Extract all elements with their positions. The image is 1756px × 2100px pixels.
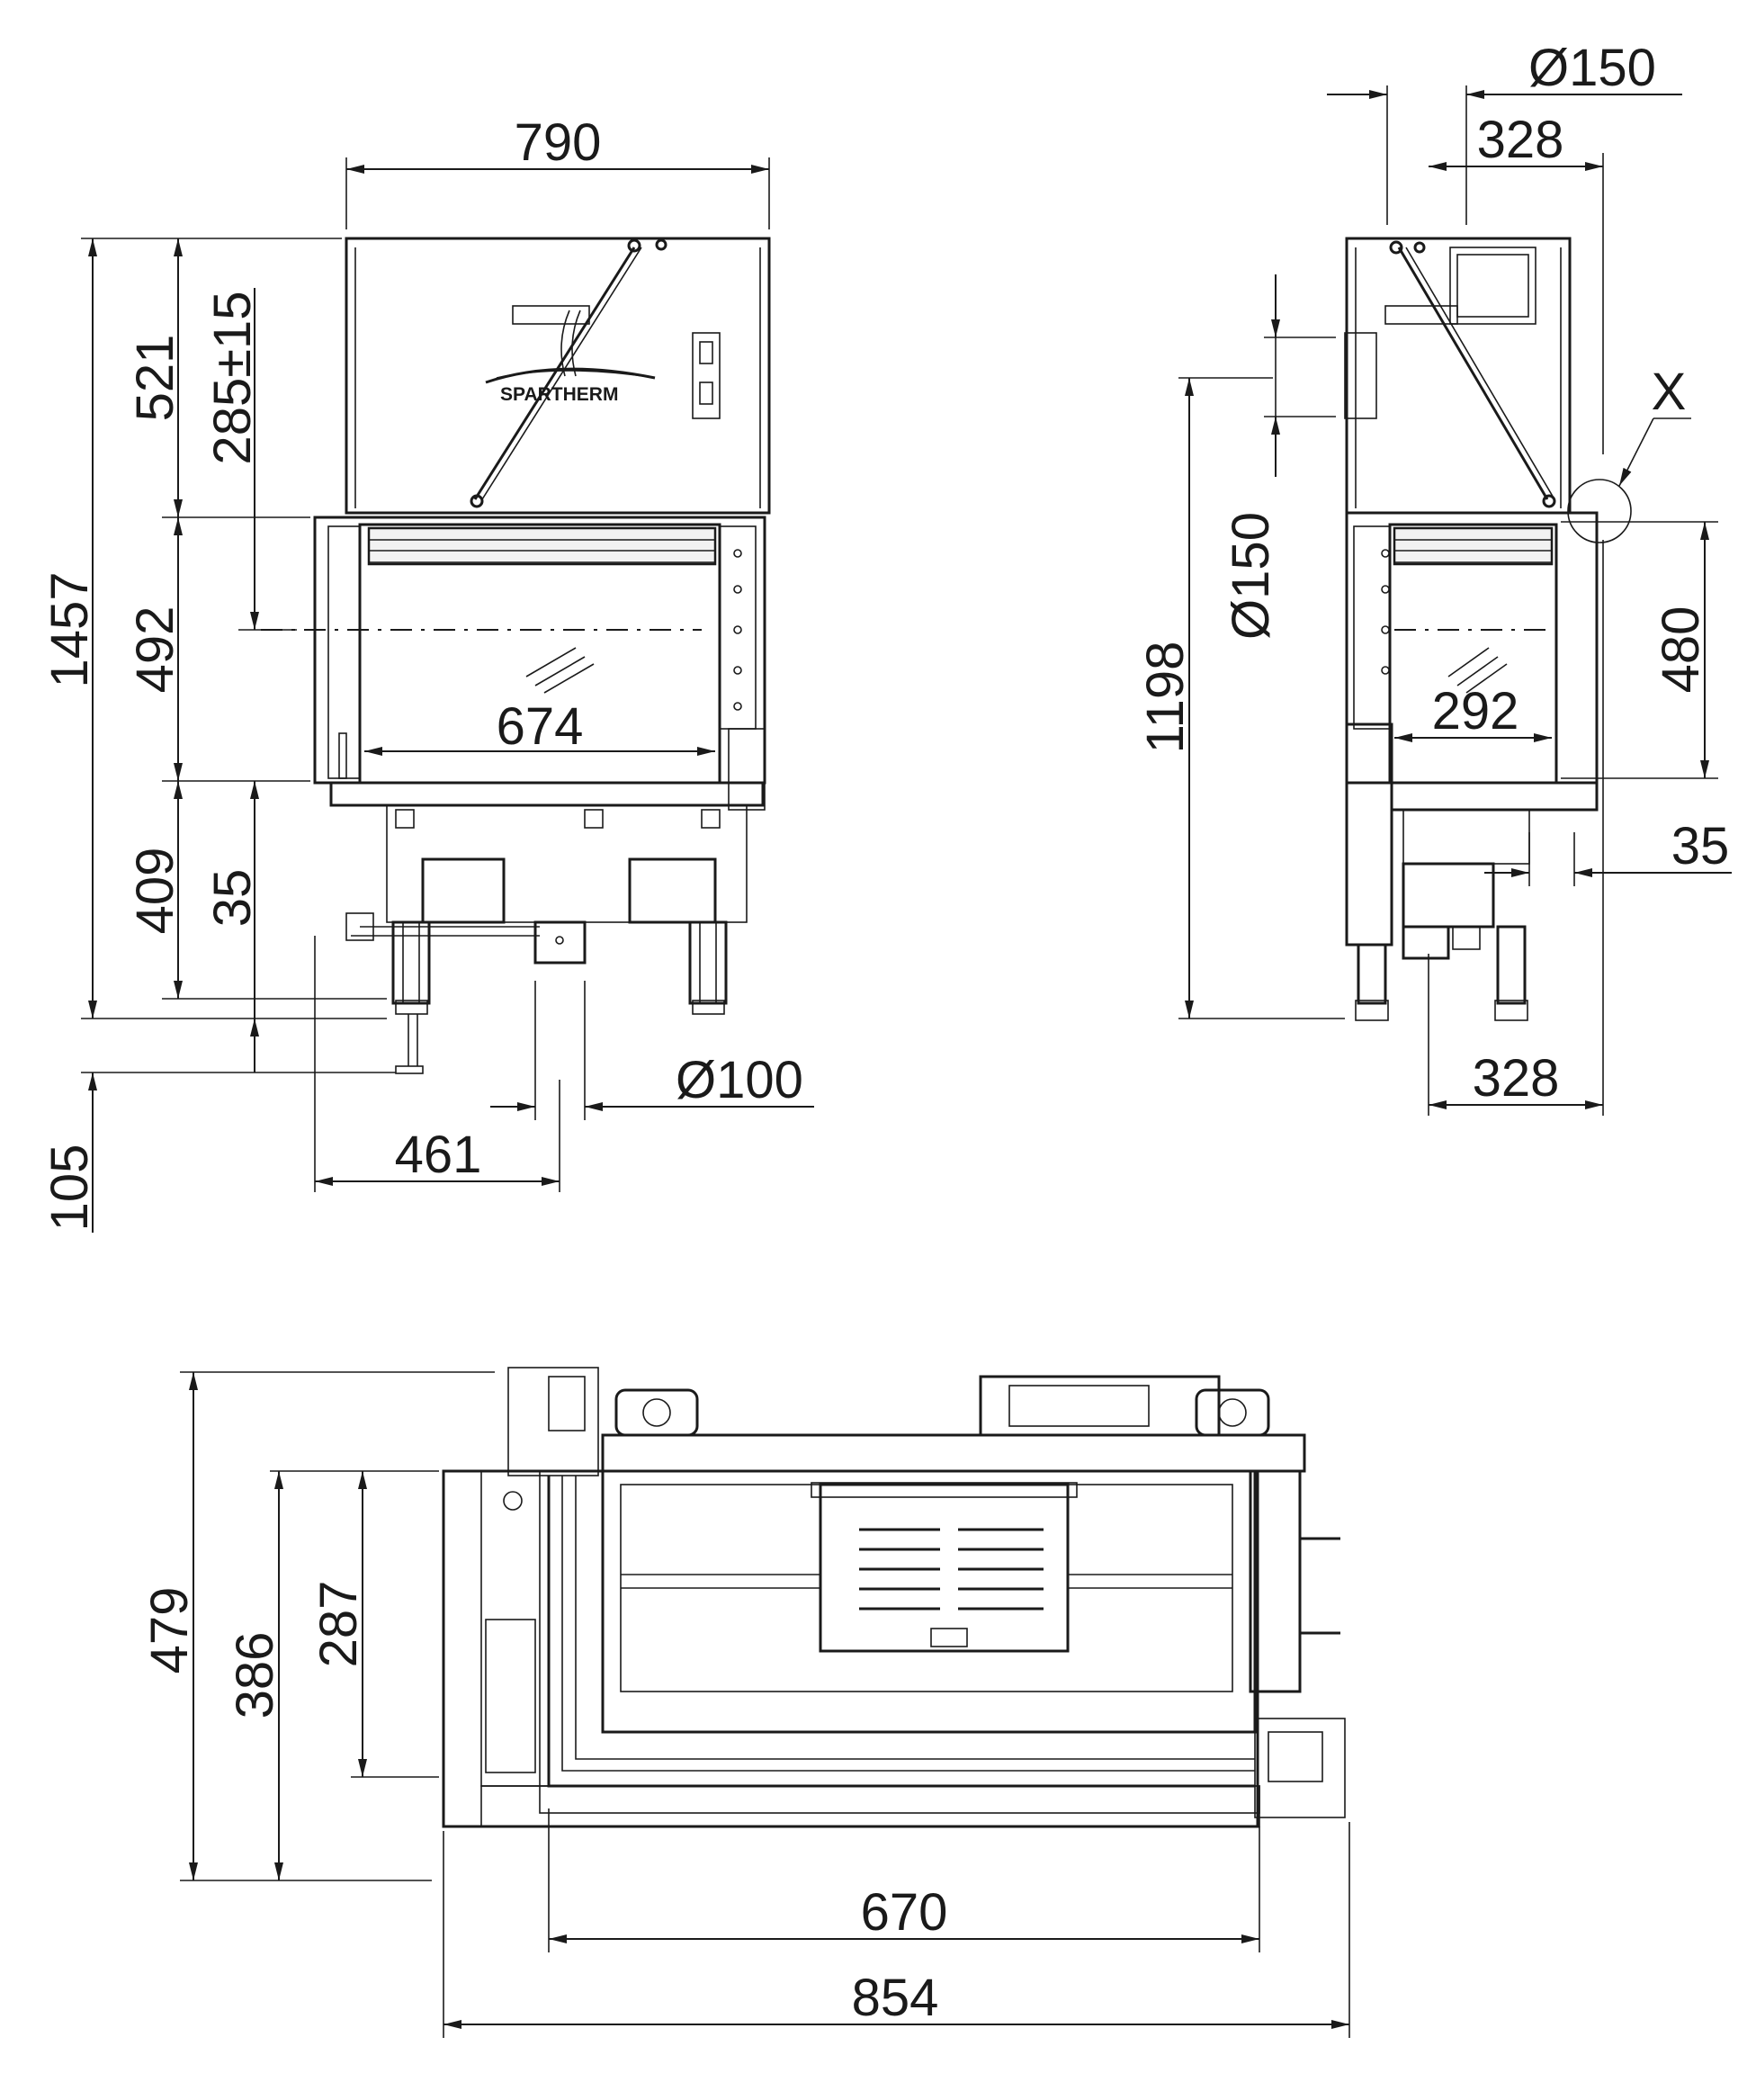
detail-label: X [1652, 363, 1687, 421]
dim-door-height: 492 [126, 606, 184, 694]
dim-flue-diameter-side: Ø150 [1222, 512, 1280, 640]
dim-bottom-height: 409 [126, 848, 184, 935]
dim-flue-diameter-top: Ø150 [1528, 39, 1656, 97]
side-dimensions: Ø150 328 Ø150 1198 X 480 292 35 [1136, 39, 1732, 1116]
side-leg-back [1496, 925, 1527, 1005]
dim-glass-height: 480 [1652, 606, 1710, 694]
plan-firebox [601, 1469, 1257, 1734]
front-view: SPARTHERM [261, 237, 771, 1074]
side-view [1344, 237, 1632, 1021]
dim-glass-width: 674 [497, 697, 584, 756]
dim-outer-width: 854 [852, 1969, 939, 2027]
front-hood [345, 237, 771, 515]
side-hood-strut [1397, 247, 1549, 500]
dim-inner-width: 670 [861, 1883, 948, 1942]
side-hood [1345, 237, 1572, 515]
front-air-duct [533, 920, 587, 965]
front-dimensions: 790 1457 105 521 492 409 285±15 35 674 [40, 113, 814, 1233]
dim-air-duct-diameter: Ø100 [676, 1051, 803, 1109]
dim-depth-bottom: 328 [1473, 1049, 1560, 1108]
plan-grate-slots [859, 1528, 1044, 1611]
dim-depth-inner: 386 [226, 1632, 284, 1719]
dim-step: 35 [1671, 817, 1730, 875]
dim-glass-width-side: 292 [1432, 682, 1519, 740]
dim-height-to-flue: 1198 [1136, 642, 1195, 754]
plan-rear-wall [601, 1433, 1306, 1473]
brand-name: SPARTHERM [500, 384, 618, 405]
dim-flue-offset: 285±15 [203, 291, 262, 464]
dim-upper-part: 521 [126, 335, 184, 422]
plan-dimensions: 479 386 287 670 854 [140, 1371, 1350, 2038]
dim-depth-total: 479 [140, 1587, 199, 1674]
dim-flue-offset-top: 328 [1477, 111, 1564, 169]
dim-width-top: 790 [515, 113, 602, 172]
plan-view [442, 1367, 1346, 1828]
front-leg-left [391, 920, 431, 1005]
dim-height-total: 1457 [40, 571, 99, 687]
front-leg-right [688, 920, 728, 1005]
brand-logo: SPARTHERM [485, 305, 656, 405]
front-hood-strut [473, 247, 636, 500]
side-leg-front [1357, 943, 1387, 1005]
dim-foot-offset: 105 [40, 1144, 99, 1232]
dim-adjust-range: 35 [203, 869, 262, 928]
front-base-plate [329, 781, 765, 807]
dim-air-duct-offset: 461 [395, 1126, 482, 1184]
detail-circle [1567, 479, 1632, 543]
dim-glass-depth: 287 [309, 1581, 368, 1668]
